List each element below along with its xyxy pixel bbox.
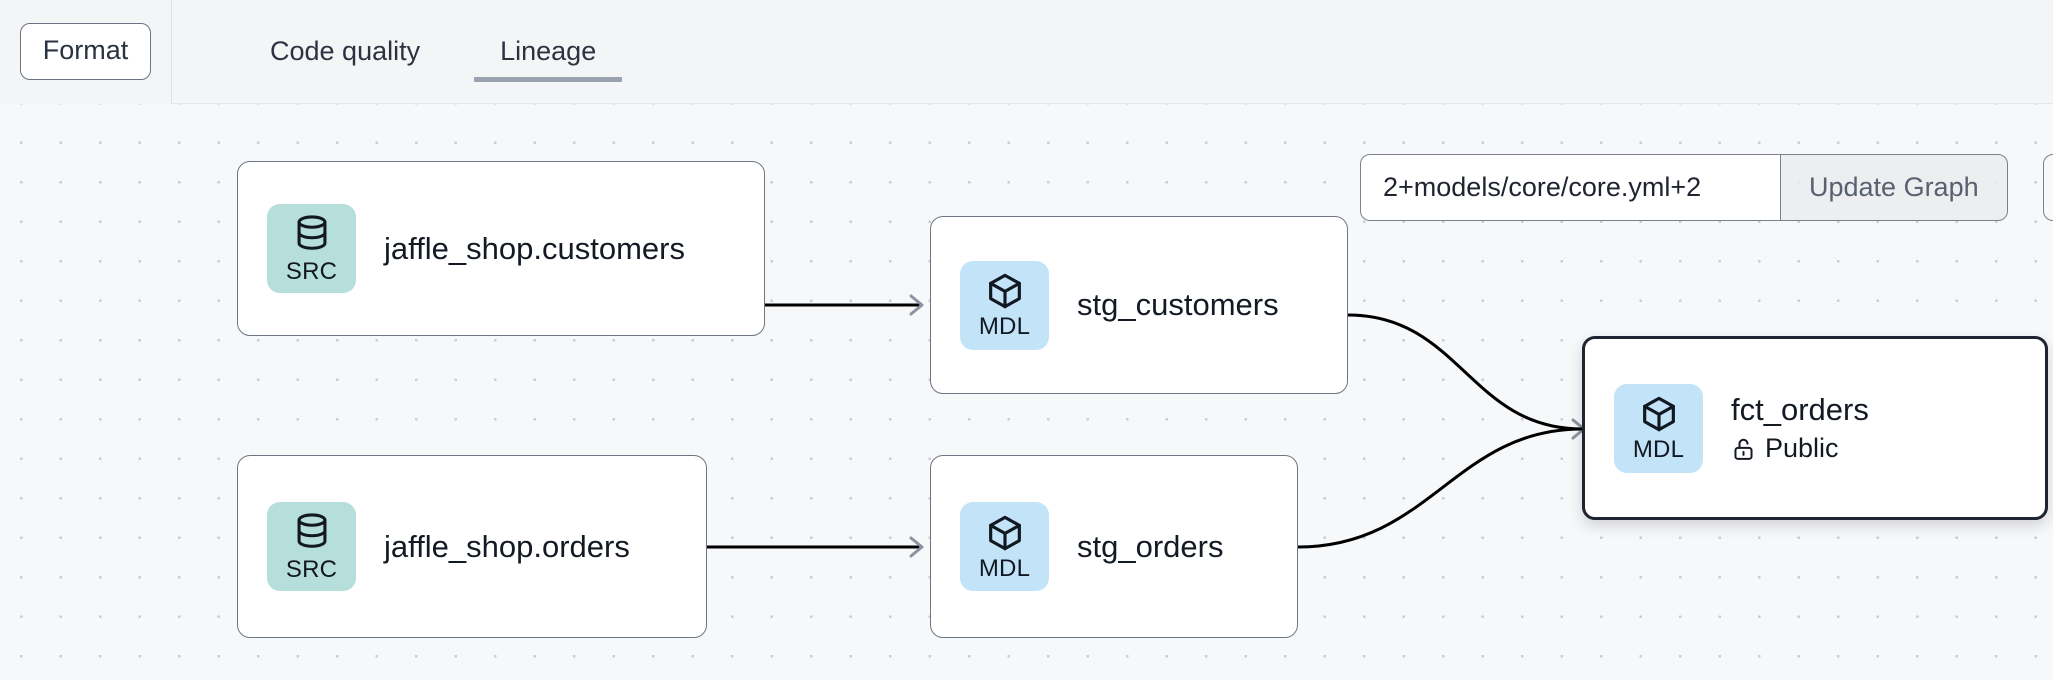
tab-bar: Code quality Lineage: [230, 0, 636, 104]
lineage-node-src-customers[interactable]: SRC jaffle_shop.customers: [237, 161, 765, 336]
format-button-zone: Format: [0, 0, 172, 104]
node-body: jaffle_shop.customers: [384, 231, 685, 267]
edge-stg-customers-to-fct-orders: [1347, 313, 1586, 440]
graph-selector-input[interactable]: [1360, 154, 1780, 221]
cube-icon: [988, 515, 1021, 550]
edge-src-customers-to-stg-customers: [765, 294, 924, 316]
tab-lineage-label: Lineage: [500, 36, 597, 66]
lock-open-icon: [1734, 438, 1753, 460]
toolbar: Format Code quality Lineage: [0, 0, 2053, 104]
node-body: stg_customers: [1077, 287, 1279, 323]
lineage-edges: [707, 294, 1586, 558]
badge-src: SRC: [267, 204, 356, 293]
node-title: stg_customers: [1077, 287, 1279, 323]
tab-code-quality[interactable]: Code quality: [230, 0, 460, 104]
badge-src: SRC: [267, 502, 356, 591]
graph-controls: Update Graph: [1360, 154, 2008, 221]
edge-stg-orders-to-fct-orders: [1297, 427, 1583, 549]
node-visibility: Public: [1731, 433, 1869, 464]
node-title: jaffle_shop.customers: [384, 230, 685, 266]
lineage-node-stg-customers[interactable]: MDL stg_customers: [930, 216, 1348, 394]
lineage-node-src-orders[interactable]: SRC jaffle_shop.orders: [237, 455, 707, 638]
node-body: stg_orders: [1077, 529, 1223, 565]
update-graph-button[interactable]: Update Graph: [1780, 154, 2008, 221]
database-icon: [297, 214, 326, 250]
node-title: stg_orders: [1077, 528, 1224, 564]
lineage-node-fct-orders[interactable]: MDL fct_orders Public: [1582, 336, 2048, 520]
lineage-node-stg-orders[interactable]: MDL stg_orders: [930, 455, 1298, 638]
lineage-canvas[interactable]: SRC jaffle_shop.customers SRC jaffle_sho…: [0, 104, 2053, 680]
badge-src-label: SRC: [285, 555, 338, 583]
node-body: fct_orders Public: [1731, 392, 1869, 465]
database-icon: [297, 512, 326, 548]
tab-lineage[interactable]: Lineage: [460, 0, 636, 104]
badge-mdl-label: MDL: [978, 313, 1031, 340]
cube-icon: [1642, 396, 1675, 432]
node-body: jaffle_shop.orders: [384, 529, 630, 565]
edge-src-orders-to-stg-orders: [707, 536, 924, 558]
badge-mdl: MDL: [960, 260, 1049, 350]
badge-mdl-label: MDL: [1632, 436, 1685, 463]
format-button[interactable]: Format: [19, 23, 152, 80]
graph-control-overflow[interactable]: [2043, 154, 2053, 221]
node-title: jaffle_shop.orders: [384, 528, 630, 564]
cube-icon: [988, 273, 1021, 309]
node-title: fct_orders: [1731, 391, 1869, 427]
badge-mdl: MDL: [960, 502, 1049, 591]
node-visibility-label: Public: [1765, 433, 1839, 464]
tab-code-quality-label: Code quality: [270, 36, 421, 66]
badge-mdl-label: MDL: [978, 554, 1031, 582]
badge-mdl: MDL: [1614, 383, 1703, 473]
badge-src-label: SRC: [285, 257, 338, 285]
